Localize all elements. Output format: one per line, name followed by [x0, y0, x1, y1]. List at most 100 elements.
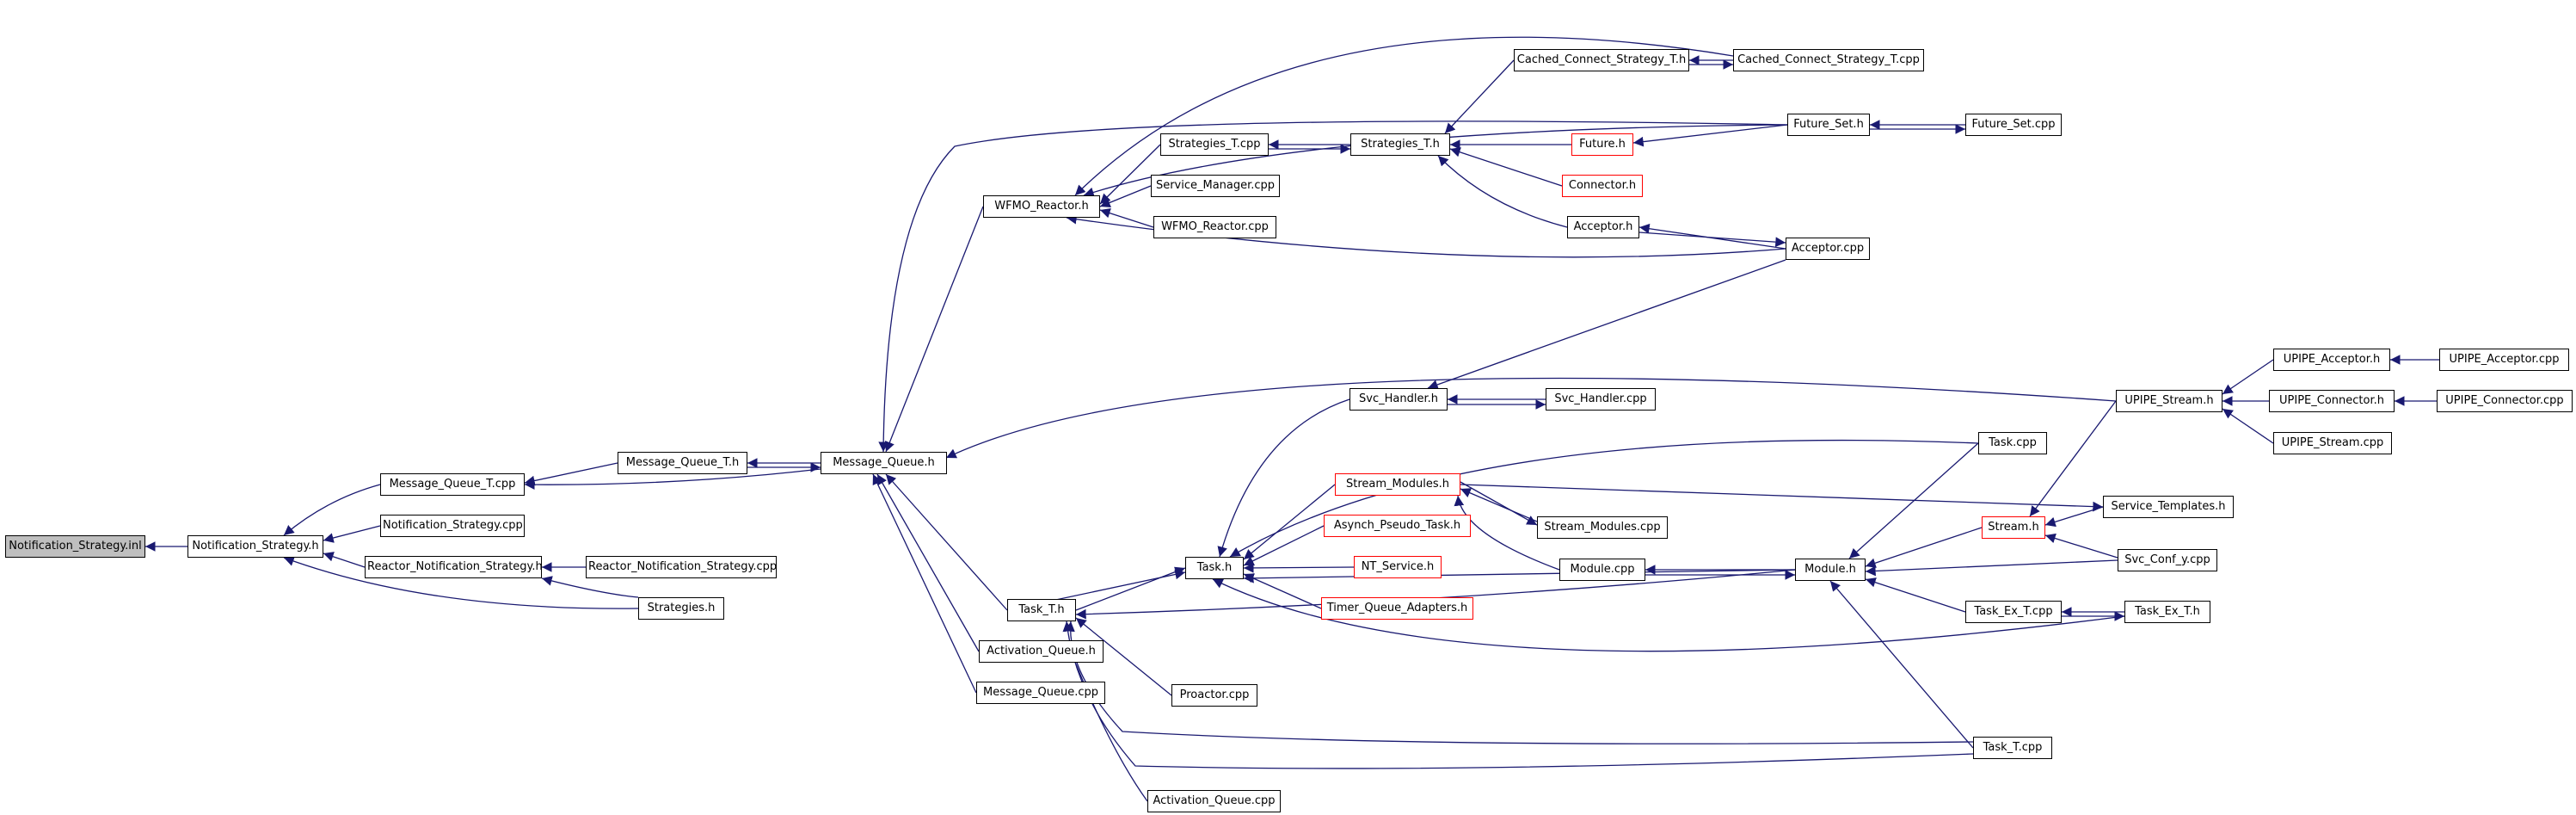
dependency-edge: [1075, 566, 1186, 611]
dependency-edge: [1243, 484, 1336, 560]
node-service-templates-h[interactable]: Service_Templates.h: [2103, 496, 2234, 518]
node-stream-modules-h[interactable]: Stream_Modules.h: [1335, 473, 1460, 496]
node-upipe-connector-cpp[interactable]: UPIPE_Connector.cpp: [2437, 390, 2573, 412]
node-future-set-h[interactable]: Future_Set.h: [1787, 114, 1870, 136]
node-future-set-cpp[interactable]: Future_Set.cpp: [1965, 114, 2062, 136]
dependency-edge: [2029, 400, 2117, 517]
node-notification-strategy-h[interactable]: Notification_Strategy.h: [188, 535, 323, 558]
node-connector-h[interactable]: Connector.h: [1562, 175, 1643, 197]
node-task-t-cpp[interactable]: Task_T.cpp: [1973, 737, 2052, 759]
node-task-h[interactable]: Task.h: [1185, 557, 1244, 579]
node-upipe-stream-h[interactable]: UPIPE_Stream.h: [2116, 390, 2222, 412]
dependency-edge: [1243, 573, 1322, 609]
node-upipe-acceptor-h[interactable]: UPIPE_Acceptor.h: [2273, 349, 2390, 371]
dependency-edge: [1449, 147, 1563, 187]
node-svc-conf-y-cpp[interactable]: Svc_Conf_y.cpp: [2118, 549, 2217, 571]
dependency-edge: [323, 525, 381, 543]
dependency-edge: [1865, 577, 1966, 613]
node-activation-queue-h[interactable]: Activation_Queue.h: [979, 640, 1104, 663]
node-cached-connect-strategy-t-cpp[interactable]: Cached_Connect_Strategy_T.cpp: [1733, 49, 1924, 71]
node-module-h[interactable]: Module.h: [1795, 559, 1866, 581]
dependency-edge: [1099, 208, 1154, 228]
node-cached-connect-strategy-t-h[interactable]: Cached_Connect_Strategy_T.h: [1514, 49, 1689, 71]
dependency-edge: [1829, 580, 1974, 749]
dependency-edge: [1065, 621, 1974, 744]
node-svc-handler-h[interactable]: Svc_Handler.h: [1349, 388, 1448, 411]
node-proactor-cpp[interactable]: Proactor.cpp: [1171, 684, 1257, 707]
node-reactor-notification-strategy-h[interactable]: Reactor_Notification_Strategy.h: [365, 556, 543, 578]
node-activation-queue-cpp[interactable]: Activation_Queue.cpp: [1147, 790, 1281, 812]
dependency-edge: [1460, 484, 2104, 512]
dependency-edge: [1865, 527, 1983, 568]
dependency-edge: [1454, 495, 1560, 571]
dependency-edge: [1099, 144, 1161, 205]
dependency-edge: [1243, 525, 1325, 566]
dependency-edge: [1460, 488, 1538, 522]
node-module-cpp[interactable]: Module.cpp: [1559, 559, 1645, 581]
dependency-edge: [1075, 569, 1796, 620]
node-future-h[interactable]: Future.h: [1571, 133, 1633, 156]
node-wfmo-reactor-h[interactable]: WFMO_Reactor.h: [983, 195, 1100, 218]
dependency-edge: [872, 473, 977, 694]
dependency-edge: [2222, 359, 2274, 395]
node-notification-strategy-inl[interactable]: Notification_Strategy.inl: [5, 535, 145, 558]
dependency-edge: [1437, 155, 1568, 228]
node-stream-h[interactable]: Stream.h: [1982, 516, 2045, 539]
node-strategies-h[interactable]: Strategies.h: [638, 597, 724, 620]
node-message-queue-t-h[interactable]: Message_Queue_T.h: [618, 452, 747, 474]
dependency-edge: [1848, 442, 1979, 559]
node-timer-queue-adapters-h[interactable]: Timer_Queue_Adapters.h: [1321, 597, 1473, 620]
node-asynch-pseudo-task-h[interactable]: Asynch_Pseudo_Task.h: [1324, 515, 1471, 537]
node-nt-service-h[interactable]: NT_Service.h: [1354, 556, 1442, 578]
dependency-edge: [1632, 124, 1788, 147]
dependency-edge: [1865, 559, 2118, 577]
dependency-edge: [323, 552, 366, 568]
dependency-edge: [1444, 59, 1515, 134]
node-message-queue-t-cpp[interactable]: Message_Queue_T.cpp: [380, 473, 525, 496]
node-strategies-t-cpp[interactable]: Strategies_T.cpp: [1160, 133, 1269, 156]
node-task-t-h[interactable]: Task_T.h: [1007, 599, 1076, 621]
node-upipe-connector-h[interactable]: UPIPE_Connector.h: [2269, 390, 2395, 412]
dependency-edge: [2044, 533, 2118, 559]
node-message-queue-h[interactable]: Message_Queue.h: [821, 452, 947, 474]
node-strategies-t-h[interactable]: Strategies_T.h: [1350, 133, 1450, 156]
dependency-edge: [1243, 563, 1355, 573]
dependency-edge: [1229, 439, 1979, 558]
dependency-edge: [1069, 651, 1148, 802]
dependency-edge: [884, 206, 984, 453]
node-notification-strategy-cpp[interactable]: Notification_Strategy.cpp: [380, 515, 525, 537]
node-upipe-acceptor-cpp[interactable]: UPIPE_Acceptor.cpp: [2439, 349, 2569, 371]
dependency-edge: [1243, 569, 1796, 583]
node-service-manager-cpp[interactable]: Service_Manager.cpp: [1151, 175, 1280, 197]
node-stream-modules-cpp[interactable]: Stream_Modules.cpp: [1537, 516, 1668, 539]
node-acceptor-cpp[interactable]: Acceptor.cpp: [1786, 238, 1870, 260]
dependency-edge: [876, 473, 980, 652]
dependency-edge: [1099, 185, 1152, 208]
node-task-ex-t-h[interactable]: Task_Ex_T.h: [2124, 601, 2210, 623]
dependency-edge: [1217, 398, 1350, 558]
dependency-edge: [1638, 232, 1786, 248]
node-upipe-stream-cpp[interactable]: UPIPE_Stream.cpp: [2273, 432, 2392, 454]
dependency-edge: [524, 462, 618, 486]
node-wfmo-reactor-cpp[interactable]: WFMO_Reactor.cpp: [1153, 216, 1276, 238]
dependency-edge: [1427, 259, 1786, 390]
node-reactor-notification-strategy-cpp[interactable]: Reactor_Notification_Strategy.cpp: [586, 556, 777, 578]
node-task-cpp[interactable]: Task.cpp: [1978, 432, 2047, 454]
dependency-edge: [2222, 408, 2274, 444]
dependency-edge: [878, 120, 1788, 453]
node-task-ex-t-cpp[interactable]: Task_Ex_T.cpp: [1965, 601, 2062, 623]
dependency-edge: [283, 556, 639, 609]
node-acceptor-h[interactable]: Acceptor.h: [1567, 216, 1639, 238]
dependency-edge: [524, 468, 821, 490]
dependency-edge: [283, 484, 381, 536]
dependency-edge: [885, 473, 1008, 611]
dependency-edge: [541, 576, 639, 598]
dependency-edge: [1460, 481, 1538, 526]
node-svc-handler-cpp[interactable]: Svc_Handler.cpp: [1546, 388, 1656, 411]
dependency-edge: [1075, 617, 1172, 696]
dependency-edge: [1074, 36, 1734, 196]
dependency-edge: [945, 377, 2117, 459]
node-message-queue-cpp[interactable]: Message_Queue.cpp: [976, 682, 1105, 704]
